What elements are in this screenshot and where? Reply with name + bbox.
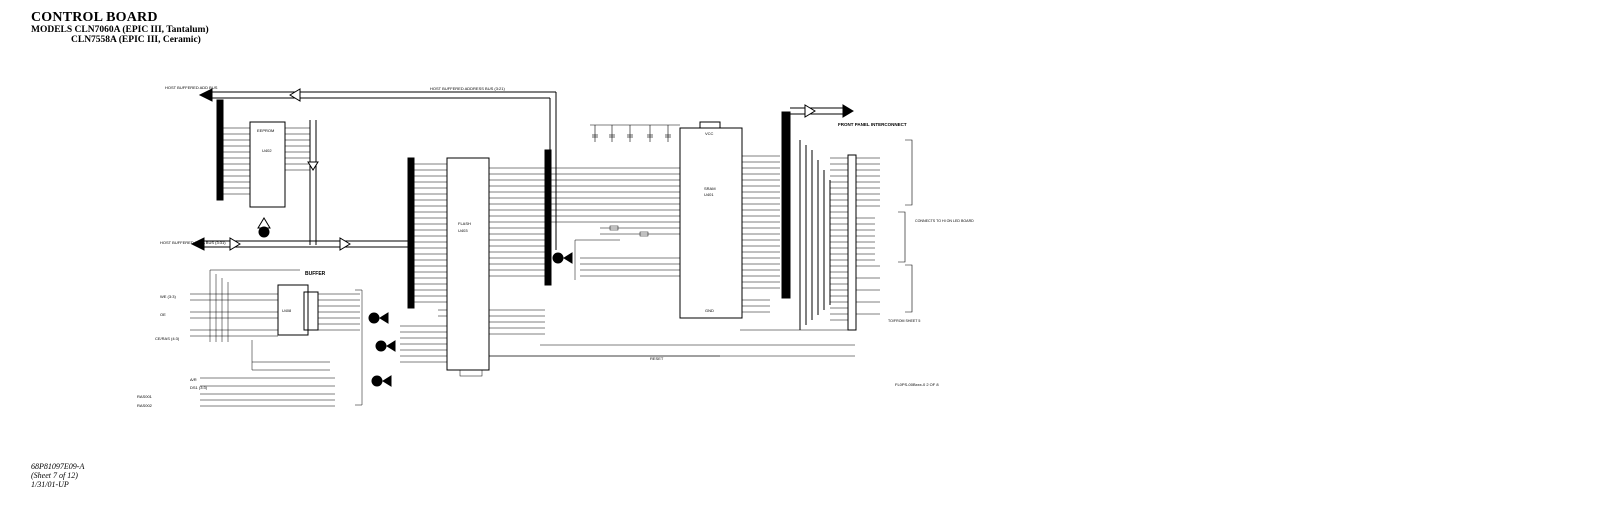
doc-number: 68P81097E09-A bbox=[31, 462, 85, 471]
sram-gnd: GND bbox=[705, 308, 714, 313]
sheet-number: (Sheet 7 of 12) bbox=[31, 471, 78, 481]
eeprom-ref: U402 bbox=[262, 148, 272, 153]
flash-right-pins bbox=[489, 167, 720, 357]
sig-ar: A/R bbox=[190, 377, 197, 382]
sheet-note: FL0PS-00Bxxx-0 2 OF 8 bbox=[895, 382, 939, 387]
front-panel-title: FRONT PANEL INTERCONNECT bbox=[838, 122, 907, 127]
to-front-note: TO/FROM SHEET 5 bbox=[888, 319, 920, 323]
front-panel-bus bbox=[781, 104, 854, 299]
doc-date: 1/31/01-UP bbox=[31, 480, 69, 490]
top-address-bus bbox=[198, 88, 557, 250]
flash-label: FLASH bbox=[458, 221, 471, 226]
sig-ras001: RAS001 bbox=[137, 394, 153, 399]
sram-control-lines bbox=[574, 225, 680, 280]
sram-chip bbox=[679, 121, 743, 319]
data-bus-label: HOST BUFFERED DATA BUS (3:31) bbox=[160, 240, 226, 245]
reset-label: RESET bbox=[650, 356, 664, 361]
lower-left-signals bbox=[200, 340, 335, 407]
sram-vcc: VCC bbox=[705, 131, 714, 136]
document-footer: 68P81097E09-A (Sheet 7 of 12) 1/31/01-UP bbox=[31, 462, 84, 490]
flash-control-lines bbox=[400, 309, 483, 377]
flash-ref: U403 bbox=[458, 228, 468, 233]
eeprom-address-bus bbox=[216, 99, 224, 201]
sig-oe: OE bbox=[160, 312, 166, 317]
buffer-title: BUFFER bbox=[305, 271, 326, 277]
decoupling-capacitors bbox=[590, 124, 680, 142]
cross-signal-lines bbox=[489, 329, 855, 357]
sig-we: WE (3:3) bbox=[160, 294, 176, 299]
connects-note: CONNECTS TO HI ON LED BOARD bbox=[915, 219, 974, 223]
sram-label: SRAM bbox=[704, 186, 716, 191]
front-panel-brackets bbox=[898, 139, 913, 313]
flash-address-bus bbox=[544, 149, 552, 286]
models-line-1: MODELS CLN7060A (EPIC III, Tantalum) bbox=[31, 24, 209, 35]
document-title: CONTROL BOARD bbox=[31, 10, 158, 25]
sig-ras002: RAS002 bbox=[137, 403, 153, 408]
buffer-ref-markers bbox=[368, 312, 396, 387]
buffer-input-lines bbox=[190, 269, 363, 406]
front-panel-pins bbox=[830, 157, 880, 321]
ref-b-marker bbox=[552, 252, 573, 264]
buffer-chip bbox=[277, 284, 319, 336]
eeprom-data-bus bbox=[307, 120, 319, 245]
sig-ce-ras: CE/RAS (4:3) bbox=[155, 336, 180, 341]
top-bus-label: HOST BUFFERED ADDRESS BUS (3:21) bbox=[430, 86, 506, 91]
sram-data-pins bbox=[742, 155, 780, 313]
data-bus bbox=[190, 237, 410, 251]
sram-ref: U401 bbox=[704, 192, 714, 197]
document-header: CONTROL BOARD MODELS CLN7060A (EPIC III,… bbox=[31, 10, 209, 46]
central-data-bus bbox=[407, 157, 415, 309]
flash-left-pins bbox=[414, 163, 447, 303]
eeprom-chip bbox=[223, 121, 310, 208]
ref-a-marker bbox=[257, 217, 271, 238]
front-panel-connector bbox=[799, 140, 857, 331]
eeprom-label: EEPROM bbox=[257, 128, 274, 133]
flash-chip bbox=[446, 157, 490, 371]
buffer-ref: U408 bbox=[282, 309, 291, 313]
sig-ds1: DS1 (3:3) bbox=[190, 385, 208, 390]
sram-address-lines bbox=[551, 167, 680, 223]
top-left-bus-label: HOST BUFFERED ADD BUS bbox=[165, 85, 218, 90]
models-line-2: CLN7558A (EPIC III, Ceramic) bbox=[71, 34, 201, 45]
